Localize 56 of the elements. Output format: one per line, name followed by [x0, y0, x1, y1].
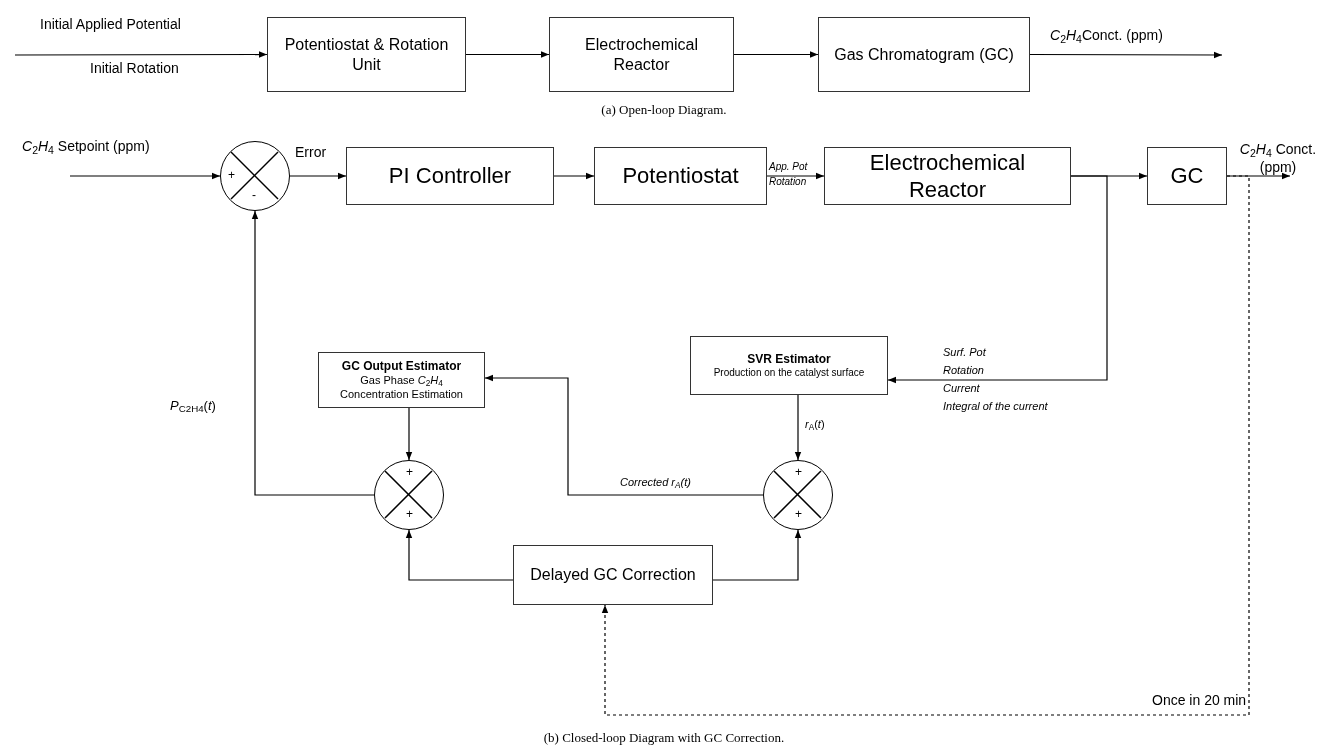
- arrow: [733, 51, 819, 58]
- block-title: Gas Chromatogram (GC): [834, 44, 1014, 65]
- block-description: Gas Phase C$_{2}$H$_{4}$ Concentration Estimation: [339, 373, 464, 402]
- arrow: [887, 175, 1108, 384]
- block-box: [549, 17, 734, 92]
- edge-label: App. Pot: [769, 161, 808, 174]
- arrow: [14, 51, 268, 58]
- edge-label: Error: [295, 144, 327, 162]
- edge-label: C$_{2}$H$_{4}$Conct. (ppm): [1050, 27, 1163, 45]
- arrow: [69, 172, 221, 180]
- block-box: [346, 147, 554, 205]
- edge-label: Corrected r$_{A}$(t): [620, 476, 691, 490]
- caption: (a) Open-loop Diagram.: [600, 102, 728, 119]
- block-title: Potentiostat & Rotation Unit: [283, 34, 450, 75]
- edge-label: r$_{A}$(t): [805, 418, 825, 432]
- block-title: Electrochemical Reactor: [868, 148, 1027, 204]
- edge-label: P$_{C2H4}$(t): [170, 398, 216, 415]
- block-box: [690, 336, 888, 395]
- signal-label: Rotation: [943, 364, 984, 378]
- block-box: [513, 545, 713, 605]
- block-box: [318, 352, 485, 408]
- arrow: [405, 407, 413, 461]
- block-title: Electrochemical Reactor: [584, 34, 699, 75]
- arrow: [405, 529, 514, 581]
- edge-label: Initial Applied Potential: [40, 16, 181, 34]
- arrow: [794, 394, 802, 461]
- arrow: [465, 51, 550, 58]
- arrow: [712, 529, 802, 581]
- arrow: [766, 172, 825, 180]
- block-box: [267, 17, 466, 92]
- block-box: [818, 17, 1030, 92]
- block-title: GC Output Estimator: [341, 358, 462, 374]
- arrow: [601, 175, 1250, 716]
- arrow: [484, 374, 764, 496]
- edge-label: Surf. Pot: [943, 346, 986, 360]
- edge-label: Once in 20 min: [1152, 692, 1247, 710]
- edge-label: C$_{2}$H$_{4}$ Conct. (ppm): [1238, 141, 1318, 176]
- signal-label: Current: [943, 382, 980, 396]
- block-title: GC: [1170, 162, 1204, 190]
- block-title: SVR Estimator: [747, 351, 831, 367]
- block-box: [1147, 147, 1227, 205]
- arrow: [1029, 51, 1223, 59]
- block-title: Delayed GC Correction: [530, 565, 696, 585]
- arrow: [251, 210, 375, 496]
- block-title: PI Controller: [388, 162, 512, 190]
- edge-label: C$_{2}$H$_{4}$ Setpoint (ppm): [22, 138, 150, 156]
- arrow: [289, 172, 347, 180]
- signal-label: Initial Rotation: [90, 60, 179, 78]
- block-box: [594, 147, 767, 205]
- block-title: Potentiostat: [622, 162, 739, 190]
- signal-label: Integral of the current: [943, 400, 1048, 414]
- arrow: [553, 172, 595, 180]
- block-box: [824, 147, 1071, 205]
- block-description: Production on the catalyst surface: [713, 366, 865, 380]
- signal-label: Rotation: [769, 176, 807, 189]
- caption: (b) Closed-loop Diagram with GC Correction.: [542, 730, 786, 747]
